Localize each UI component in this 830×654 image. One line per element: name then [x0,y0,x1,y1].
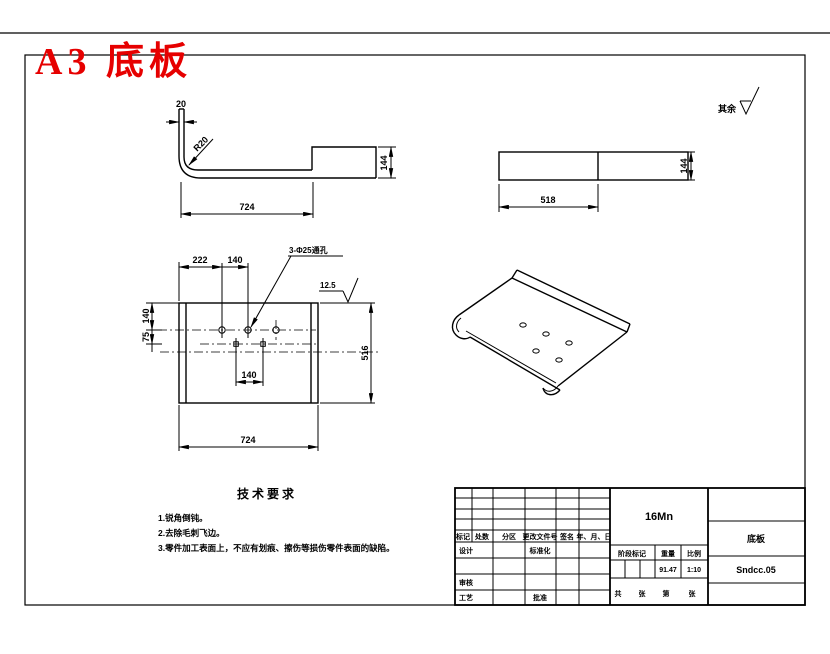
hole-note-text: 3-Φ25通孔 [289,245,328,255]
title-block-grid [455,488,805,605]
isometric-outline [451,269,631,396]
dim-end-width: 518 [497,184,600,212]
dim-side-length-value: 724 [239,202,254,212]
tb-zone-label: 分区 [502,532,516,541]
tb-process-label: 工艺 [459,593,473,602]
other-surfaces-note: 其余 [718,86,760,116]
sheet-frame [0,32,830,606]
isometric-holes [519,322,573,363]
tech-item-3: 3.零件加工表面上，不应有划痕、擦伤等损伤零件表面的缺陷。 [158,543,395,553]
dim-end-height: 144 [679,150,695,182]
dim-top-row: 222 140 [177,255,250,301]
dim-side-height-value: 144 [379,155,389,170]
dim-side-height: 144 [378,145,396,180]
dim-row-value: 140 [141,308,151,323]
dim-radius: R20 [188,135,214,166]
tb-sheet-label: 张 [639,589,647,598]
dim-depth: 516 [320,301,375,405]
tb-sheet2-label: 张 [689,589,697,598]
side-view-outline [178,108,377,179]
tb-scale-value: 1:10 [687,567,701,574]
tech-item-1: 1.锐角倒钝。 [158,513,208,523]
tb-weight-value: 91.47 [659,567,677,574]
tb-design-label: 设计 [459,546,473,555]
tb-drawing-no: Sndcc.05 [736,565,776,575]
dim-end-width-value: 518 [540,195,555,205]
roughness-mark: 12.5 [319,277,359,304]
dim-rowgap-value: 75 [141,332,151,342]
top-view-holes [218,326,280,347]
dim-left-col: 140 75 [141,301,179,352]
tb-review-label: 审核 [459,578,473,587]
tb-sign-label: 签名 [559,532,574,541]
tb-weight-label: 重量 [661,549,675,558]
side-view: 20 R20 144 724 [166,99,396,218]
dim-lower-value: 140 [241,370,256,380]
isometric-view [451,269,631,396]
tech-title: 技术要求 [237,486,297,501]
roughness-value: 12.5 [320,281,336,290]
tb-part-name: 底板 [747,533,766,544]
title-block: 标记 处数 分区 更改文件号 签名 年、月、日 设计 标准化 审核 工艺 批准 … [454,487,806,606]
tb-file-label: 更改文件号 [523,532,558,541]
other-surfaces-label: 其余 [718,103,737,114]
dim-thickness: 20 [166,99,197,125]
top-view: 222 140 140 75 140 516 [141,245,378,451]
tb-scale-label: 比例 [687,549,701,558]
sheet-title: A3 底板 [35,41,192,83]
dim-thickness-value: 20 [176,99,186,109]
dim-radius-value: R20 [192,135,211,154]
dim-pitch-value: 140 [227,255,242,265]
end-view-outline [498,151,689,181]
tech-item-2: 2.去除毛刺飞边。 [158,528,225,538]
dim-depth-value: 516 [360,345,370,360]
end-view: 518 144 [497,150,695,212]
hole-callout: 3-Φ25通孔 [250,245,343,328]
tb-standardize-label: 标准化 [529,546,551,555]
tech-requirements: 技术要求 1.锐角倒钝。 2.去除毛刺飞边。 3.零件加工表面上，不应有划痕、擦… [158,486,395,553]
tb-sheet-no-label: 第 [663,589,670,598]
dim-edge-value: 222 [192,255,207,265]
dim-side-length: 724 [179,182,315,218]
dim-plan-length-value: 724 [240,435,255,445]
title-block-roles: 设计 标准化 审核 工艺 批准 [459,546,551,602]
tb-sheet-total-label: 共 [615,589,622,598]
tb-stage-label: 阶段标记 [618,549,646,558]
dim-plan-length: 724 [177,405,320,451]
top-view-centerlines [158,263,378,386]
tb-mark-label: 标记 [455,532,470,541]
tb-date-label: 年、月、日 [577,532,612,541]
title-block-revision-headers: 标记 处数 分区 更改文件号 签名 年、月、日 [455,532,612,541]
title-block-spec: 16Mn 阶段标记 重量 比例 91.47 1:10 共 张 第 张 [615,511,702,598]
dim-lower-pitch: 140 [234,370,265,385]
dim-end-height-value: 144 [679,158,689,173]
roughness-check-icon [739,86,760,116]
tb-approve-label: 批准 [533,593,547,602]
title-block-identity: 底板 Sndcc.05 [736,533,776,575]
tb-material-value: 16Mn [645,511,673,523]
tb-count-label: 处数 [474,532,490,541]
